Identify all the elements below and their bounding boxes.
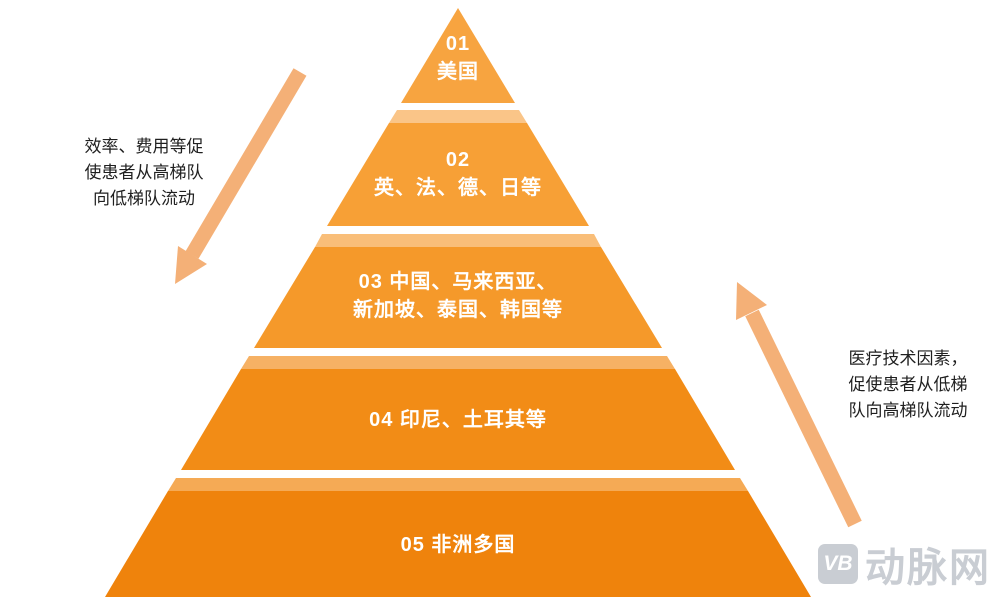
tier-2-countries: 英、法、德、日等 bbox=[374, 177, 542, 199]
left-annotation: 效率、费用等促 使患者从高梯队 向低梯队流动 bbox=[48, 134, 240, 212]
upward-flow-arrow bbox=[736, 282, 862, 528]
upward-flow-arrow-shaft bbox=[745, 309, 862, 528]
downward-flow-arrowhead-icon bbox=[175, 246, 207, 284]
upward-flow-arrowhead-icon bbox=[736, 282, 767, 320]
tier-2-cap bbox=[389, 110, 527, 123]
tier-3-label: 03 中国、马来西亚、 新加坡、泰国、韩国等 bbox=[258, 268, 658, 324]
downward-flow-arrow-shaft bbox=[185, 68, 307, 259]
tier-4-label: 04 印尼、土耳其等 bbox=[258, 406, 658, 434]
watermark: VB 动脉网 bbox=[818, 535, 991, 593]
right-annotation-line2: 促使患者从低梯 bbox=[848, 375, 968, 394]
downward-flow-arrow bbox=[175, 68, 307, 284]
tier-5-cap bbox=[168, 478, 748, 491]
tier-3-shape bbox=[254, 247, 662, 348]
tier-5-label: 05 非洲多国 bbox=[258, 531, 658, 559]
tier-1-shape bbox=[401, 8, 515, 103]
left-annotation-line3: 向低梯队流动 bbox=[93, 189, 195, 208]
tier-3-cap bbox=[315, 234, 601, 247]
tier-2-number: 02 bbox=[445, 149, 471, 171]
left-annotation-line2: 使患者从高梯队 bbox=[84, 163, 204, 182]
watermark-text: 动脉网 bbox=[865, 546, 991, 590]
tier-2-label: 02 英、法、德、日等 bbox=[308, 146, 608, 202]
tier-3-countries-line2: 新加坡、泰国、韩国等 bbox=[353, 299, 563, 321]
tier-4-shape bbox=[181, 369, 735, 470]
tier-1-label: 01 美国 bbox=[358, 30, 558, 86]
right-annotation-line1: 医疗技术因素， bbox=[848, 349, 968, 368]
tier-5-countries: 05 非洲多国 bbox=[400, 534, 516, 556]
tier-1-countries: 美国 bbox=[437, 61, 479, 83]
tier-5-shape bbox=[105, 491, 811, 597]
tier-4-cap bbox=[241, 356, 675, 369]
tier-2-shape bbox=[327, 123, 589, 226]
right-annotation: 医疗技术因素， 促使患者从低梯 队向高梯队流动 bbox=[818, 346, 998, 424]
left-annotation-line1: 效率、费用等促 bbox=[84, 137, 204, 156]
right-annotation-line3: 队向高梯队流动 bbox=[848, 401, 968, 420]
vb-logo-icon: VB bbox=[818, 544, 858, 584]
tier-3-countries-line1: 03 中国、马来西亚、 bbox=[358, 271, 558, 293]
tier-4-countries: 04 印尼、土耳其等 bbox=[369, 409, 547, 431]
tier-1-number: 01 bbox=[445, 33, 471, 55]
